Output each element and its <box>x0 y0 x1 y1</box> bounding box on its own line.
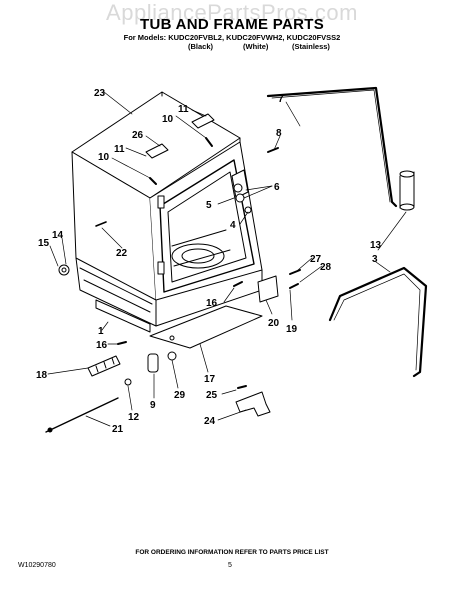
callout-1: 1 <box>98 326 104 337</box>
callout-5: 5 <box>206 200 212 211</box>
watermark: AppliancePartsPros.com <box>106 0 358 25</box>
callout-27: 27 <box>310 254 322 265</box>
callout-8: 8 <box>276 128 282 139</box>
callout-17: 17 <box>204 374 216 385</box>
leveling-leg-18 <box>87 355 121 377</box>
callout-16: 16 <box>96 340 108 351</box>
callout-7: 7 <box>278 94 284 105</box>
callout-29: 29 <box>174 390 186 401</box>
callout-25: 25 <box>206 390 218 401</box>
callout-16b: 16 <box>206 298 218 309</box>
variant-black: (Black) <box>188 42 214 51</box>
page-title: TUB AND FRAME PARTS <box>139 16 325 33</box>
callout-23: 23 <box>94 88 106 99</box>
part-9-29 <box>147 351 177 373</box>
callout-22: 22 <box>116 248 128 259</box>
door-gasket <box>266 86 398 208</box>
callout-28: 28 <box>320 262 332 273</box>
rod-21 <box>45 397 119 433</box>
callout-10: 10 <box>162 114 174 125</box>
vent-tube <box>399 170 415 211</box>
screw-10-top <box>149 137 213 185</box>
callout-9: 9 <box>150 400 156 411</box>
callout-15: 15 <box>38 238 50 249</box>
callout-labels: 23 11 10 26 11 10 22 15 14 1 16 18 12 21… <box>36 88 382 435</box>
callout-20: 20 <box>268 318 280 329</box>
callout-26: 26 <box>132 130 144 141</box>
callout-12: 12 <box>128 412 140 423</box>
callout-18: 18 <box>36 370 48 381</box>
document-number: W10290780 <box>18 562 56 569</box>
tub-assembly <box>71 91 263 333</box>
variant-stainless: (Stainless) <box>292 42 330 51</box>
callout-21: 21 <box>112 424 124 435</box>
screw-8 <box>267 147 279 153</box>
variant-white: (White) <box>243 42 269 51</box>
clip-6 <box>233 183 252 214</box>
callout-3: 3 <box>372 254 378 265</box>
callout-24: 24 <box>204 416 216 427</box>
bracket-20 <box>257 275 279 303</box>
callout-14: 14 <box>52 230 64 241</box>
tub-gasket <box>328 266 428 378</box>
callout-13: 13 <box>370 240 382 251</box>
callout-4: 4 <box>230 220 236 231</box>
callout-11: 11 <box>178 104 189 115</box>
callout-11b: 11 <box>114 144 125 155</box>
callout-19: 19 <box>286 324 298 335</box>
model-list: For Models: KUDC20FVBL2, KUDC20FVWH2, KU… <box>123 33 341 42</box>
callout-6: 6 <box>274 182 280 193</box>
ordering-note: FOR ORDERING INFORMATION REFER TO PARTS … <box>135 549 329 556</box>
page-number: 5 <box>228 562 232 569</box>
callout-10b: 10 <box>98 152 110 163</box>
plate-17 <box>149 305 263 349</box>
